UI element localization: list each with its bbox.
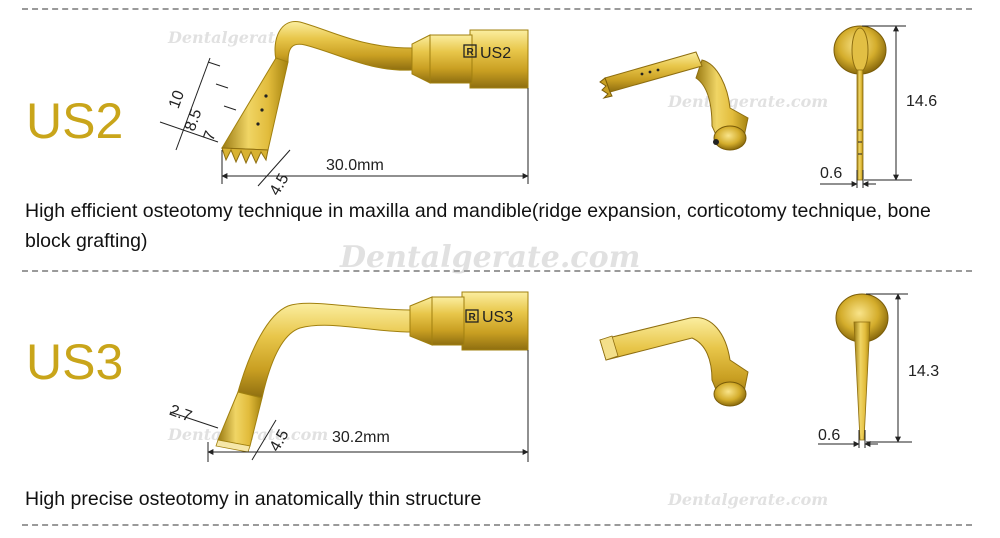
section-divider (22, 524, 972, 526)
us2-end-view (833, 25, 887, 181)
us2-width-label: 4.5 (267, 171, 293, 199)
us3-end-dimensions (818, 293, 912, 448)
us3-length-label: 30.2mm (332, 429, 390, 446)
us2-dimensions (159, 57, 529, 187)
watermark: Dentalgerate.com (340, 240, 641, 275)
description-us2: High efficient osteotomy technique in ma… (25, 200, 931, 252)
us2-end-height: 14.6 (906, 93, 937, 110)
us2-tooth-dim-3: 7 (201, 129, 220, 143)
us3-tip-width-label: 2.7 (167, 402, 194, 426)
us3-end-view (835, 293, 889, 441)
us2-badge-label: US2 (480, 45, 511, 62)
section-divider (22, 8, 972, 10)
us3-end-thickness: 0.6 (818, 427, 840, 444)
us2-end-thickness: 0.6 (820, 165, 842, 182)
us2-side-view: R US2 (221, 21, 529, 165)
us2-perspective-view (599, 51, 749, 151)
us3-badge-label: US3 (482, 309, 513, 326)
us2-tooth-dim-1: 10 (166, 88, 188, 111)
us3-end-labels: 14.3 0.6 (818, 363, 939, 444)
us2-length-label: 30.0mm (326, 157, 384, 174)
us3-brand-mark: R (469, 312, 477, 323)
us3-side-view: R US3 (215, 291, 529, 453)
watermark: Dentalgerate.com (668, 490, 829, 509)
model-label-us3: US3 (26, 334, 124, 390)
us3-end-height: 14.3 (908, 363, 939, 380)
us3-perspective-view (599, 317, 749, 407)
us2-brand-mark: R (467, 47, 475, 58)
us3-width-label: 4.5 (267, 427, 293, 455)
section-divider (22, 270, 972, 272)
us2-end-labels: 14.6 0.6 (820, 93, 937, 182)
us3-dimension-labels: 30.2mm 4.5 2.7 (167, 402, 390, 455)
us3-dimensions (169, 350, 529, 462)
model-label-us2: US2 (26, 93, 124, 149)
description-us3: High precise osteotomy in anatomically t… (25, 488, 482, 510)
us2-end-dimensions (820, 25, 912, 188)
us2-tooth-dim-2: 8.5 (182, 107, 206, 134)
